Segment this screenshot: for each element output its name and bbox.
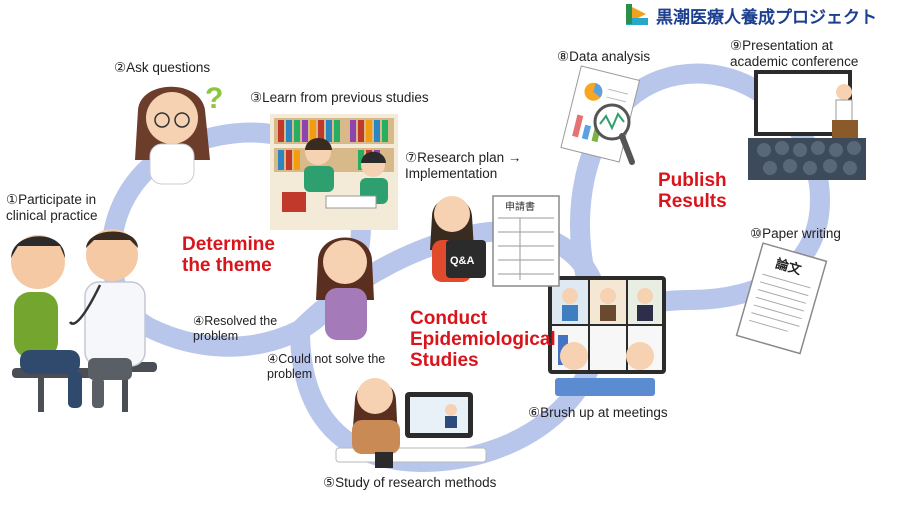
- step-6-label: ⑥Brush up at meetings: [528, 405, 668, 420]
- logo-text: 黒潮医療人養成プロジェクト: [656, 7, 877, 28]
- step-3-label: ③Learn from previous studies: [250, 90, 429, 105]
- online-study-illustration: [335, 378, 487, 468]
- project-logo: 黒潮医療人養成プロジェクト: [624, 2, 877, 28]
- step-4-resolved-label: ④Resolved the problem: [193, 314, 278, 343]
- paper-title-text: 論文: [774, 256, 804, 279]
- step-7-label: ⑦Research plan → Implementation: [405, 150, 522, 181]
- form-title-text: 申請書: [505, 200, 535, 213]
- presentation-illustration: [748, 70, 866, 180]
- phase-publish-results: Publish Results: [658, 170, 727, 212]
- step-5-label: ⑤Study of research methods: [323, 475, 497, 490]
- logo-mark-icon: [626, 4, 648, 25]
- data-analysis-illustration: [560, 65, 641, 165]
- tablet-qa-text: Q&A: [450, 255, 475, 267]
- phase-determine-theme: Determine the theme: [182, 234, 275, 276]
- phase-epidemiological-studies: Conduct Epidemiological Studies: [410, 308, 556, 371]
- step-2-label: ②Ask questions: [114, 60, 211, 75]
- questioning-woman-illustration: ?: [135, 82, 223, 185]
- step-1-label: ①Participate in clinical practice: [6, 192, 98, 223]
- paper-illustration: 論文: [735, 242, 828, 355]
- thinking-woman-illustration: [316, 237, 374, 340]
- step-10-label: ⑩Paper writing: [750, 226, 841, 241]
- doctor-patient-illustration: [11, 229, 157, 412]
- step-9-label: ⑨Presentation at academic conference: [730, 38, 859, 69]
- step-8-label: ⑧Data analysis: [557, 49, 651, 64]
- svg-text:?: ?: [205, 82, 223, 115]
- library-study-illustration: [270, 114, 398, 230]
- research-plan-illustration: Q&A 申請書: [430, 195, 560, 287]
- step-4-unsolved-label: ④Could not solve the problem: [267, 352, 386, 381]
- video-meeting-illustration: [548, 276, 666, 396]
